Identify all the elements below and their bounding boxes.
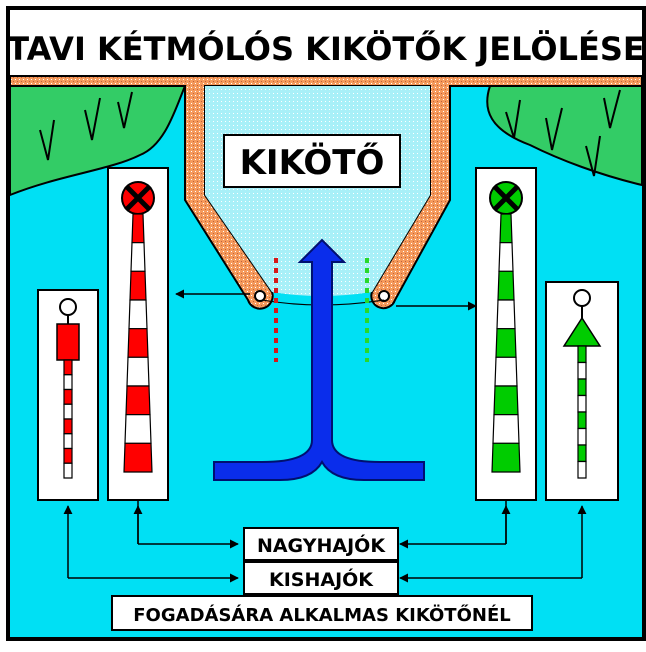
legend-small-ships-box <box>243 561 399 595</box>
small-green-light <box>573 289 591 307</box>
stripe-band <box>493 385 519 416</box>
stripe-band <box>63 447 73 464</box>
stripe-band <box>494 356 518 387</box>
legend-condition: FOGADÁSÁRA ALKALMAS KIKÖTŐNÉL <box>133 604 510 626</box>
page-title: TAVI KÉTMÓLÓS KIKÖTŐK JELÖLÉSE <box>7 29 645 68</box>
stripe-band <box>491 442 521 473</box>
stripe-band <box>129 270 147 301</box>
stripe-band <box>496 299 516 330</box>
stripe-band <box>577 444 587 463</box>
stripe-band <box>577 345 587 364</box>
small-red-beacon <box>56 298 80 479</box>
stripe-band <box>131 213 145 244</box>
small-green-beacon <box>562 289 602 479</box>
grass-tufts-left <box>39 91 133 161</box>
stripe-band <box>63 359 73 376</box>
shore-land-right <box>486 85 643 187</box>
small-red-light <box>59 298 77 316</box>
stripe-band <box>499 213 513 244</box>
stripe-band <box>63 462 73 479</box>
legend-connectors <box>63 500 587 583</box>
stripe-band <box>498 242 514 272</box>
outer-frame <box>6 6 646 641</box>
stripe-band <box>63 388 73 405</box>
shore-land-left <box>9 85 187 197</box>
stripe-band <box>130 242 146 272</box>
stripe-band <box>63 418 73 435</box>
grass-tufts-right <box>505 89 621 177</box>
large-green-tower <box>491 213 521 473</box>
stripe-band <box>127 328 149 358</box>
stripe-band <box>126 356 150 387</box>
entry-arrow-icon <box>213 238 425 481</box>
stripe-band <box>123 442 153 473</box>
legend-large-ships: NAGYHAJÓK <box>257 533 386 557</box>
legend-condition-box <box>111 595 533 631</box>
stripe-band <box>577 394 587 413</box>
stripe-band <box>495 328 517 358</box>
legend-large-ships-box <box>243 527 399 561</box>
stripe-band <box>128 299 148 330</box>
stripe-band <box>125 385 151 416</box>
stripe-band <box>577 411 587 430</box>
harbor-label: KIKÖTŐ <box>240 142 385 183</box>
harbor-label-box <box>223 134 401 188</box>
stripe-band <box>577 427 587 446</box>
title-bar <box>10 10 642 76</box>
legend-small-ships: KISHAJÓK <box>269 567 374 591</box>
small-green-pole <box>577 345 587 479</box>
mole-head-left-light <box>254 290 266 302</box>
mole-head-right-light <box>378 290 390 302</box>
stripe-band <box>497 270 515 301</box>
stripe-band <box>577 361 587 380</box>
stripe-band <box>577 460 587 479</box>
stripe-band <box>492 414 520 444</box>
large-red-tower <box>123 213 153 473</box>
large-red-lighthouse <box>121 181 155 473</box>
large-green-lighthouse <box>489 181 523 473</box>
stripe-band <box>577 378 587 397</box>
stripe-band <box>63 403 73 420</box>
small-red-topmark <box>56 323 80 361</box>
small-red-pole <box>63 359 73 479</box>
stripe-band <box>63 433 73 450</box>
stripe-band <box>63 374 73 391</box>
stripe-band <box>124 414 152 444</box>
